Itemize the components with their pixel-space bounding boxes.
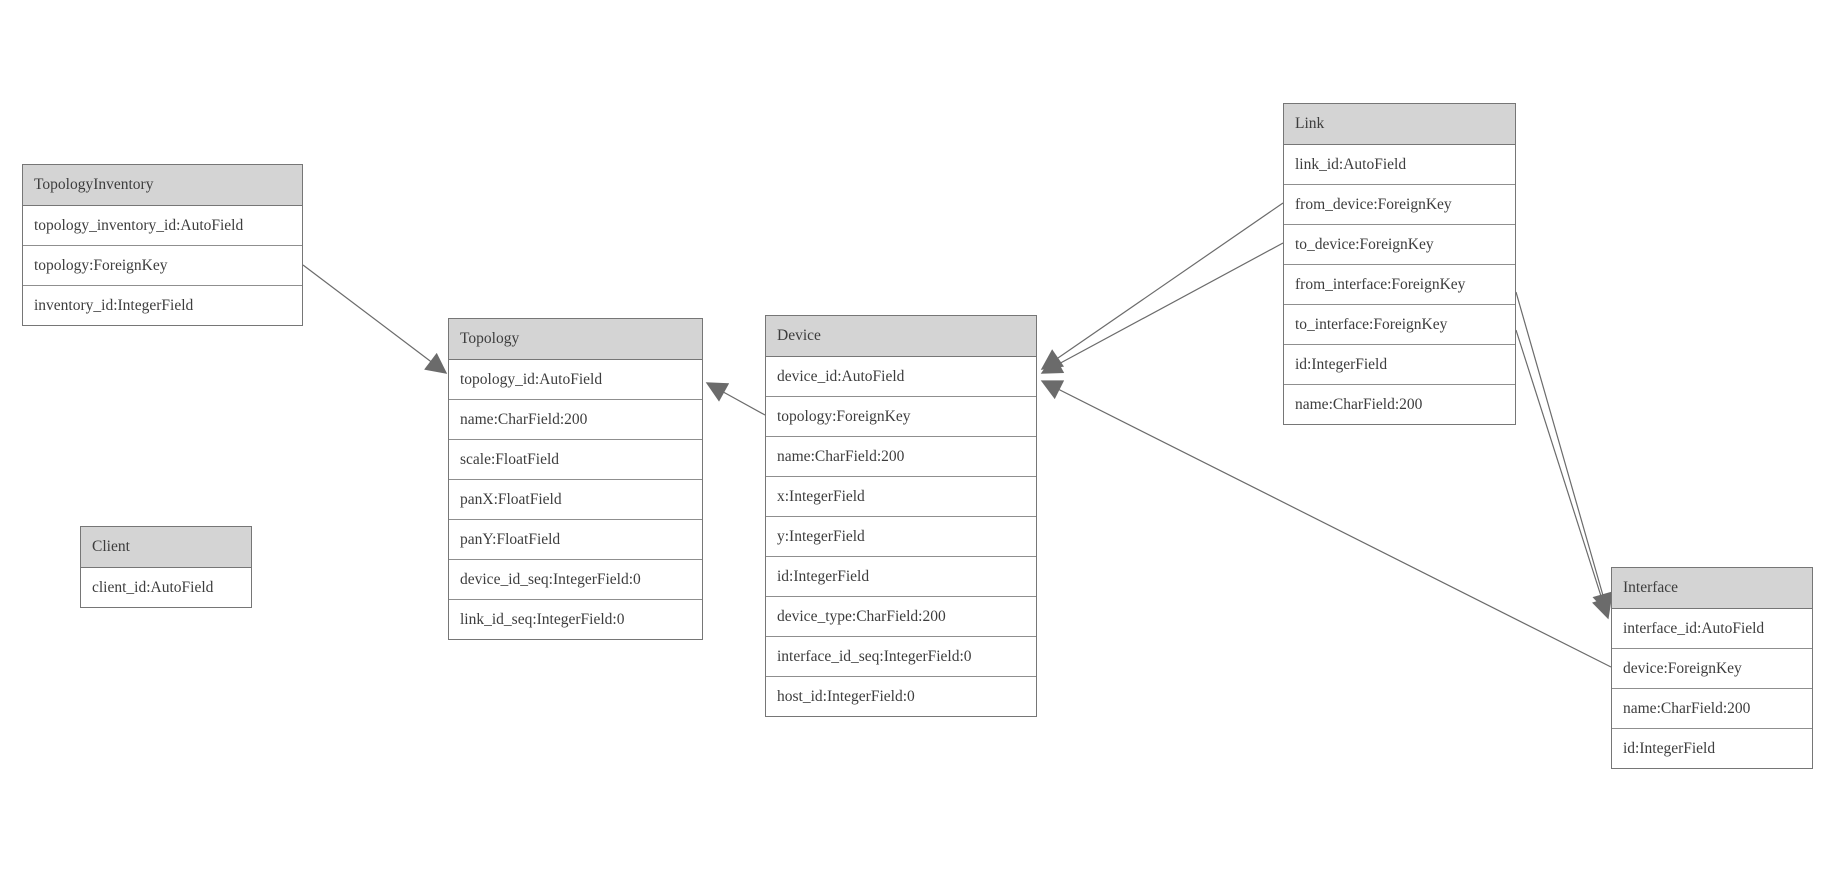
entity-title: Interface (1612, 568, 1812, 609)
edge-device-topology (705, 382, 766, 416)
entity-field-row: id:IntegerField (766, 557, 1036, 597)
entity-field-row: device_id_seq:IntegerField:0 (449, 560, 702, 600)
entity-field-row: name:CharField:200 (766, 437, 1036, 477)
entity-field-row: from_interface:ForeignKey (1284, 265, 1515, 305)
entity-field-row: id:IntegerField (1612, 729, 1812, 768)
entity-title: TopologyInventory (23, 165, 302, 206)
entity-field-row: host_id:IntegerField:0 (766, 677, 1036, 716)
entity-field-row: to_interface:ForeignKey (1284, 305, 1515, 345)
entity-field-row: topology:ForeignKey (766, 397, 1036, 437)
entity-title: Client (81, 527, 251, 568)
edge-topologyinventory-topology (302, 264, 448, 374)
entity-field-row: panY:FloatField (449, 520, 702, 560)
entity-field-row: name:CharField:200 (1612, 689, 1812, 729)
edge-link-todevice-device (1040, 242, 1284, 374)
edge-link-fromdevice-device (1040, 202, 1284, 370)
entity-table-link: Link link_id:AutoField from_device:Forei… (1283, 103, 1516, 425)
entity-field-row: name:CharField:200 (449, 400, 702, 440)
entity-field-row: client_id:AutoField (81, 568, 251, 607)
entity-field-row: topology_id:AutoField (449, 360, 702, 400)
entity-field-row: id:IntegerField (1284, 345, 1515, 385)
entity-table-interface: Interface interface_id:AutoField device:… (1611, 567, 1813, 769)
entity-field-row: interface_id_seq:IntegerField:0 (766, 637, 1036, 677)
entity-table-client: Client client_id:AutoField (80, 526, 252, 608)
entity-title: Topology (449, 319, 702, 360)
entity-field-row: inventory_id:IntegerField (23, 286, 302, 325)
entity-title: Link (1284, 104, 1515, 145)
entity-field-row: from_device:ForeignKey (1284, 185, 1515, 225)
edge-interface-device (1040, 380, 1612, 668)
entity-field-row: topology_inventory_id:AutoField (23, 206, 302, 246)
edge-link-frominterface-interface (1515, 291, 1613, 615)
entity-field-row: interface_id:AutoField (1612, 609, 1812, 649)
edge-link-tointerface-interface (1515, 329, 1613, 620)
entity-field-row: panX:FloatField (449, 480, 702, 520)
entity-title: Device (766, 316, 1036, 357)
entity-field-row: device_id:AutoField (766, 357, 1036, 397)
entity-field-row: device_type:CharField:200 (766, 597, 1036, 637)
entity-field-row: link_id_seq:IntegerField:0 (449, 600, 702, 639)
entity-field-row: topology:ForeignKey (23, 246, 302, 286)
entity-field-row: to_device:ForeignKey (1284, 225, 1515, 265)
entity-field-row: y:IntegerField (766, 517, 1036, 557)
entity-field-row: device:ForeignKey (1612, 649, 1812, 689)
entity-field-row: scale:FloatField (449, 440, 702, 480)
entity-field-row: link_id:AutoField (1284, 145, 1515, 185)
entity-table-device: Device device_id:AutoField topology:Fore… (765, 315, 1037, 717)
entity-table-topology: Topology topology_id:AutoField name:Char… (448, 318, 703, 640)
entity-field-row: x:IntegerField (766, 477, 1036, 517)
entity-field-row: name:CharField:200 (1284, 385, 1515, 424)
entity-table-topologyinventory: TopologyInventory topology_inventory_id:… (22, 164, 303, 326)
